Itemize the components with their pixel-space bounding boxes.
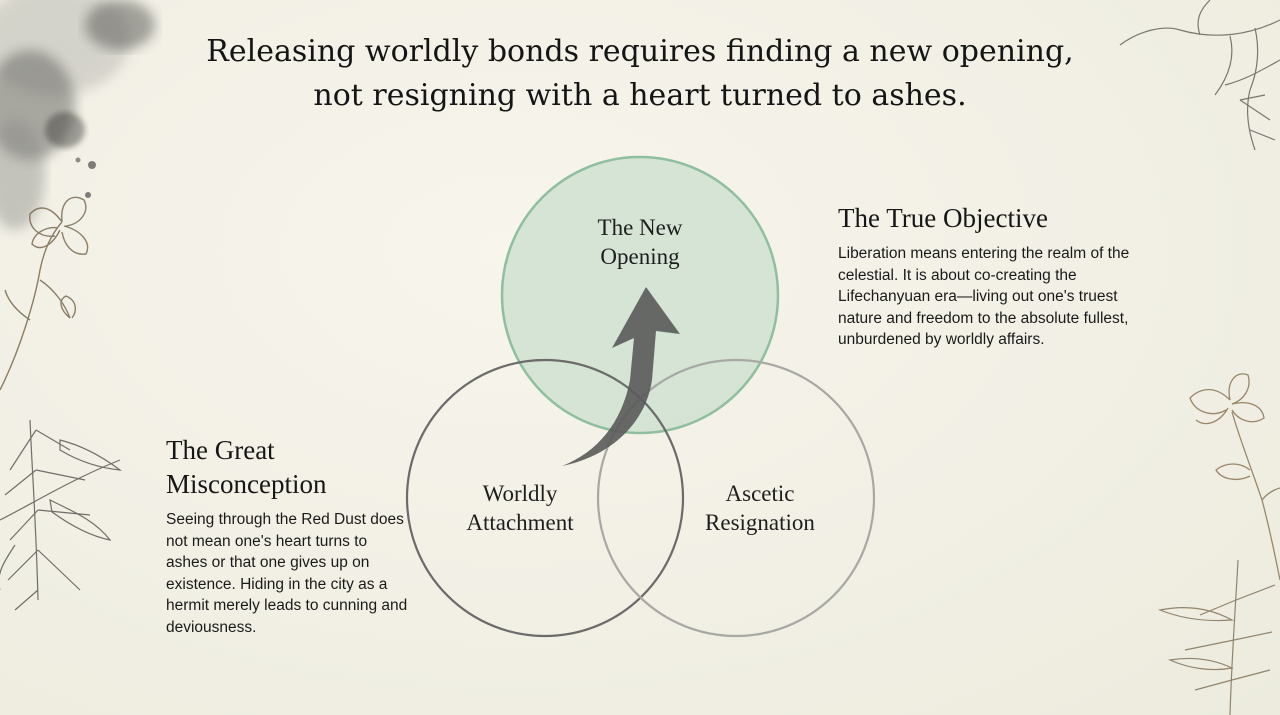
blossom-branch-icon (0, 196, 89, 391)
label-new-opening-line-1: The New (597, 215, 683, 240)
true-objective-body: Liberation means entering the realm of t… (838, 245, 1130, 348)
misconception-block: The Great Misconception Seeing through t… (166, 433, 411, 638)
ink-splash-icon (0, 0, 155, 230)
bamboo-icon (1119, 0, 1280, 151)
label-new-opening-line-2: Opening (600, 244, 680, 269)
circle-worldly-attachment (405, 358, 685, 638)
misconception-title-line-1: The Great (166, 435, 275, 465)
label-new-opening: The New Opening (560, 213, 720, 271)
headline: Releasing worldly bonds requires finding… (160, 30, 1120, 118)
bamboo-icon (0, 419, 123, 611)
label-worldly-attachment-line-2: Attachment (466, 510, 574, 535)
headline-line-1: Releasing worldly bonds requires finding… (206, 34, 1074, 69)
label-ascetic-resignation: Ascetic Resignation (680, 479, 840, 537)
transition-arrow (562, 287, 680, 466)
circle-new-opening (500, 155, 780, 435)
label-worldly-attachment-line-1: Worldly (482, 481, 558, 506)
headline-line-2: not resigning with a heart turned to ash… (313, 78, 967, 113)
label-ascetic-resignation-line-1: Ascetic (725, 481, 795, 506)
misconception-title-line-2: Misconception (166, 469, 327, 499)
bamboo-icon (1157, 559, 1276, 715)
true-objective-block: The True Objective Liberation means ente… (838, 201, 1158, 351)
misconception-body: Seeing through the Red Dust does not mea… (166, 511, 408, 636)
misconception-title: The Great Misconception (166, 433, 411, 501)
true-objective-title: The True Objective (838, 203, 1048, 233)
label-worldly-attachment: Worldly Attachment (440, 479, 600, 537)
blossom-branch-icon (1189, 373, 1280, 581)
circle-ascetic-resignation (596, 358, 876, 638)
label-ascetic-resignation-line-2: Resignation (705, 510, 815, 535)
